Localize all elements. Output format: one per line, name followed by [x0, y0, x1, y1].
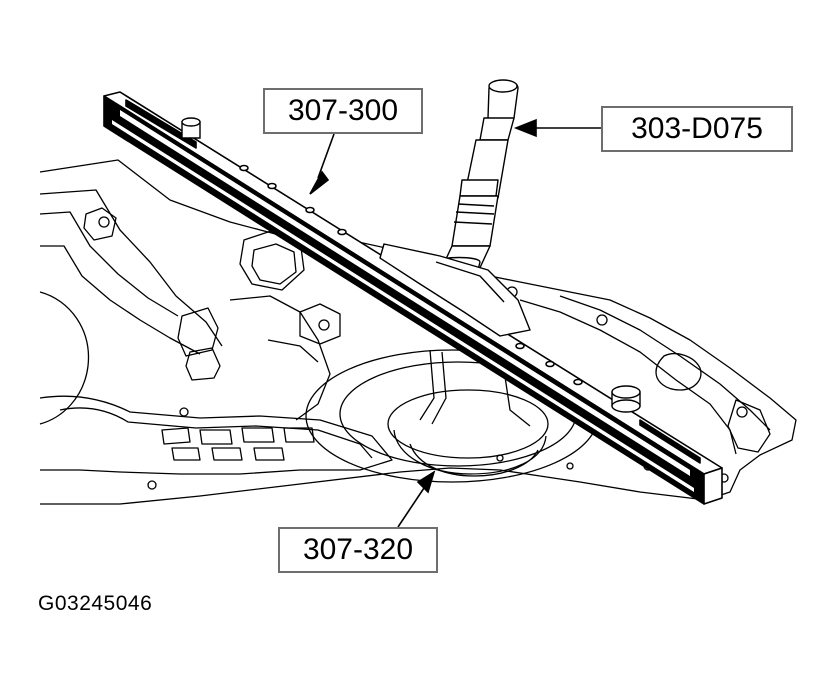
- channel-pocket-3: [241, 427, 275, 443]
- callout-label-307-320: 307-320: [278, 527, 438, 573]
- boss-upper-left: [83, 207, 117, 241]
- boss-left-block-2: [185, 347, 221, 381]
- bolt-hole: [318, 319, 330, 331]
- bar-hole: [337, 228, 347, 236]
- leader-307-320: [397, 487, 425, 528]
- case-center-rib: [229, 295, 331, 421]
- callout-label-307-300: 307-300: [263, 88, 423, 134]
- bolt-hole: [147, 480, 157, 490]
- adapter-collar: [459, 179, 499, 197]
- figure-identifier: G03245046: [38, 592, 153, 615]
- case-left-rib-3: [40, 245, 201, 355]
- case-right-detail-2: [519, 299, 737, 455]
- bolt-hole: [566, 462, 574, 470]
- adapter-neck: [479, 117, 515, 141]
- bar-slot-right: [639, 419, 701, 464]
- case-right-ring: [655, 353, 702, 391]
- transmission-case: [39, 159, 797, 505]
- bar-holes: [239, 164, 583, 386]
- bar-front-highlight-2: [112, 120, 694, 492]
- arrowhead-307-320: [416, 470, 436, 494]
- lower-channel-plate-inner: [59, 407, 373, 459]
- callout-label-303-d075: 303-D075: [601, 106, 793, 152]
- channel-pocket-2: [199, 429, 233, 445]
- bar-end-face: [703, 467, 723, 505]
- case-center-pocket: [299, 303, 341, 345]
- bolt-hole: [736, 406, 748, 418]
- case-bell-curve: [39, 291, 90, 425]
- bolt-hole: [179, 407, 189, 417]
- puller-leg-left-2: [431, 351, 447, 425]
- bar-hole: [239, 164, 249, 172]
- bar-slot-left: [125, 99, 197, 149]
- puller-leg-right: [503, 369, 531, 427]
- channel-pocket-5: [171, 447, 201, 461]
- bar-hole: [573, 378, 583, 386]
- channel-pocket-7: [253, 447, 285, 461]
- bar-front-highlight: [120, 110, 690, 476]
- bolt-hole: [98, 216, 110, 228]
- case-center-rib-2: [267, 339, 319, 363]
- bar-hole: [305, 206, 315, 214]
- case-upper-boss-inner: [251, 243, 297, 285]
- bar-hole: [545, 360, 555, 368]
- bar-hole: [267, 182, 277, 190]
- callout-leaders: [309, 118, 601, 528]
- puller-housing: [393, 429, 547, 475]
- boss-left-block: [177, 307, 219, 357]
- leader-307-300: [317, 133, 335, 179]
- bar-clamp-plate: [379, 243, 531, 337]
- bar-hole: [515, 342, 525, 350]
- arrowhead-307-300: [309, 170, 330, 195]
- case-right-flange: [727, 399, 771, 453]
- puller-housing-base: [409, 443, 539, 477]
- adapter-cap-top: [488, 79, 518, 93]
- support-bar-tool: [103, 91, 723, 505]
- puller-ring-inner: [387, 389, 549, 459]
- arrowhead-303-d075: [513, 118, 537, 138]
- case-left-rib: [39, 189, 223, 347]
- puller-leg-left: [419, 349, 435, 421]
- bar-knob-right: [611, 385, 641, 413]
- adapter-band-1: [453, 203, 495, 225]
- bolt-hole: [596, 314, 608, 326]
- bar-knob-left: [181, 117, 201, 139]
- lower-channel-plate: [39, 395, 393, 475]
- channel-pocket-6: [211, 447, 243, 461]
- case-right-detail: [559, 295, 771, 431]
- slide-hammer-adapter: [435, 79, 519, 284]
- channel-pocket-1: [161, 427, 191, 445]
- channel-pocket-4: [283, 427, 315, 443]
- case-left-rib-2: [39, 211, 179, 317]
